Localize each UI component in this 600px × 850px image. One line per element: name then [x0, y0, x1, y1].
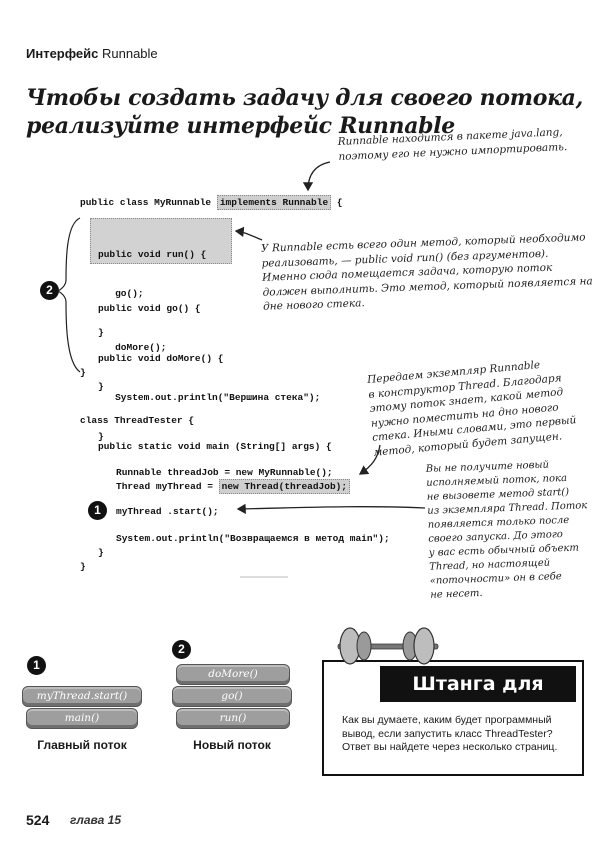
- code-implements-highlight: implements Runnable: [216, 195, 332, 210]
- code-go-method: public void go() { doMore(); }: [98, 276, 201, 406]
- code-line: public void go() {: [98, 303, 201, 314]
- marker-2: 2: [40, 281, 59, 300]
- code-line: public void run() {: [98, 249, 207, 260]
- stack-main-number: 1: [27, 656, 46, 675]
- code-thread-line: Thread myThread = new Thread(threadJob);: [116, 479, 351, 494]
- marker-1: 1: [88, 501, 107, 520]
- code-class-close: }: [80, 367, 86, 378]
- brain-barbell-title: Штанга для мозга: [380, 666, 576, 731]
- stack-new-item: go(): [172, 686, 292, 707]
- code-line: }: [98, 381, 104, 392]
- stack-new-item: run(): [176, 708, 290, 729]
- code-line: go();: [98, 288, 144, 299]
- code-line: }: [98, 327, 104, 338]
- code-line: public void doMore() {: [98, 353, 224, 364]
- stack-new-number: 2: [172, 640, 191, 659]
- code-main-declaration: public static void main (String[] args) …: [98, 441, 332, 452]
- section-header-bold: Интерфейс: [26, 46, 99, 61]
- stack-new-item: doMore(): [176, 664, 290, 685]
- run-method-highlight: [90, 218, 232, 264]
- stack-main-item: myThread.start(): [22, 686, 142, 707]
- page-title: Чтобы создать задачу для своего потока, …: [26, 84, 583, 140]
- code-job-line: Runnable threadJob = new MyRunnable();: [116, 467, 333, 478]
- code-open-brace: {: [336, 197, 343, 208]
- code-line: System.out.println("Вершина стека");: [98, 392, 321, 403]
- barbell-icon: [337, 627, 439, 665]
- page-number: 524: [26, 812, 50, 828]
- stack-main-item: main(): [26, 708, 138, 729]
- code-class-declaration: public class MyRunnable implements Runna…: [80, 195, 343, 210]
- code-new-thread-highlight: new Thread(threadJob);: [218, 479, 351, 494]
- arrow-pass: [358, 444, 381, 475]
- stack-new-label: Новый поток: [193, 738, 271, 752]
- section-header: Интерфейс Runnable: [26, 46, 158, 61]
- code-line: doMore();: [98, 342, 167, 353]
- code-tester-declaration: class ThreadTester {: [80, 415, 195, 426]
- page-title-line-2: реализуйте интерфейс Runnable: [26, 113, 456, 139]
- brain-barbell-text: Как вы думаете, каким будет программный …: [342, 714, 558, 753]
- code-class-name: public class MyRunnable: [80, 197, 212, 208]
- brace-left: [56, 217, 81, 373]
- arrow-start: [236, 503, 426, 515]
- code-line: }: [98, 431, 104, 442]
- chapter-label: глава 15: [70, 813, 121, 827]
- arrow-run: [234, 226, 263, 241]
- code-print-line: System.out.println("Возвращаемся в метод…: [116, 533, 390, 544]
- code-tester-close: }: [80, 561, 86, 572]
- code-run-method: public void run() { go(); }: [98, 222, 206, 352]
- code-thread-line-start: Thread myThread =: [116, 481, 219, 492]
- stack-main-label: Главный поток: [37, 738, 127, 752]
- section-header-rest: Runnable: [98, 46, 158, 61]
- code-start-line: myThread .start();: [116, 506, 219, 517]
- arrow-package: [302, 161, 331, 192]
- code-main-close: }: [98, 547, 104, 558]
- code-domore-method: public void doMore() { System.out.printl…: [98, 326, 320, 456]
- page-title-line-1: Чтобы создать задачу для своего потока,: [26, 85, 583, 111]
